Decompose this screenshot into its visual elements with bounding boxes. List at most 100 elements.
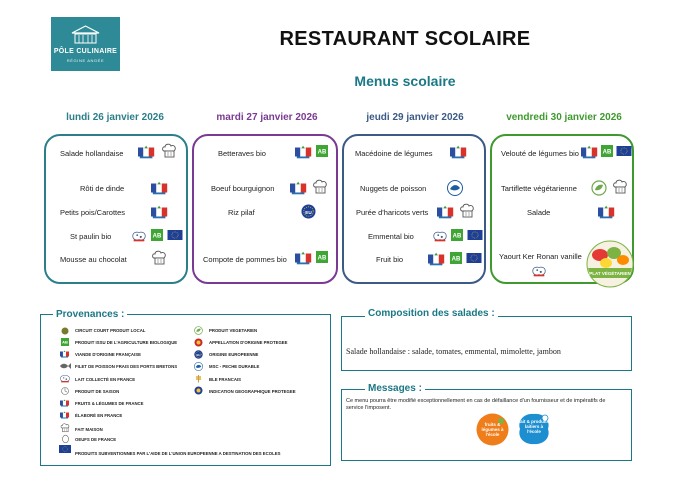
legend-fruits-legumes: FRUITS & LÉGUMES DE FRANCE [75, 401, 144, 406]
vegetarian-dish-badge-icon [586, 240, 634, 288]
legend-ue: PRODUITS SUBVENTIONNES PAR L'AIDE DE L'U… [75, 451, 281, 456]
vegetarian-icon [591, 180, 607, 196]
menu-item: Betteraves bio [218, 149, 266, 158]
menu-item: Salade [527, 208, 551, 217]
ab-bio-icon [601, 145, 613, 157]
legend-elabore: ÉLABORÉ EN FRANCE [75, 413, 123, 418]
eu-flag-icon [59, 445, 71, 453]
menu-item: Riz pilaf [228, 208, 255, 217]
menu-item: Macédoine de légumes [355, 149, 433, 158]
eu-origin-icon [194, 350, 203, 359]
fruits-legumes-france-icon [437, 205, 455, 219]
egg-icon [62, 434, 69, 443]
lait-ecole-label: lait & produits laitiers à l'école [518, 419, 550, 434]
fruits-legumes-ecole-label: fruits & légumes à l'école [481, 422, 504, 437]
salad-composition-title: Composition des salades : [365, 308, 498, 319]
day-header-mardi: mardi 27 janvier 2026 [216, 112, 318, 123]
legend-bio: PRODUIT ISSU DE L'AGRICULTURE BIOLOGIQUE [75, 340, 178, 345]
day-card-vendredi: Velouté de légumes bio Tartiflette végét… [490, 134, 634, 284]
ab-bio-icon [451, 229, 463, 241]
france-meat-icon [151, 181, 169, 195]
legend-viande: VIANDE D'ORIGINE FRANÇAISE [75, 352, 141, 357]
menu-item: Mousse au chocolat [60, 255, 127, 264]
fruits-legumes-france-icon [60, 399, 70, 407]
fruits-legumes-france-icon [450, 145, 468, 159]
ab-bio-icon [316, 145, 328, 157]
day-header-lundi: lundi 26 janvier 2026 [66, 112, 164, 123]
season-icon [61, 387, 69, 395]
circuit-court-icon [61, 327, 69, 335]
menu-item: Boeuf bourguignon [211, 184, 275, 193]
legend-saison: PRODUIT DE SAISON [75, 389, 120, 394]
menu-item: Purée d'haricots verts [356, 208, 429, 217]
wheat-icon [195, 375, 202, 383]
fait-maison-icon [312, 179, 328, 195]
menu-item: Rôti de dinde [80, 184, 125, 193]
day-header-jeudi: jeudi 29 janvier 2026 [366, 112, 464, 123]
msc-icon [194, 362, 203, 371]
milk-france-icon [531, 264, 547, 278]
ab-bio-icon [450, 252, 462, 264]
page-subtitle: Menus scolaire [354, 73, 456, 89]
provenances-box [40, 314, 331, 466]
msc-icon [447, 180, 463, 196]
fruits-legumes-france-icon [581, 145, 599, 159]
aop-icon [194, 338, 203, 347]
vegetarian-dish-label: PLAT VÉGÉTARIEN [589, 271, 631, 276]
eu-flag-icon [167, 230, 183, 240]
ab-bio-icon [61, 338, 69, 346]
legend-poisson: FILET DE POISSON FRAIS DES PORTS BRETONS [75, 364, 178, 369]
messages-box [341, 389, 632, 461]
france-meat-icon [60, 350, 70, 358]
france-origin-icon [295, 251, 313, 265]
legend-msc: MSC - PECHE DURABLE [209, 364, 260, 369]
menu-item: Petits pois/Carottes [60, 208, 126, 217]
eu-flag-icon [616, 146, 632, 156]
fruits-legumes-france-icon [151, 205, 169, 219]
legend-fait-maison: FAIT MAISON [75, 427, 103, 432]
fruits-legumes-france-icon [598, 205, 616, 219]
igp-icon [194, 386, 203, 395]
salad-composition-box [341, 316, 632, 371]
fruits-legumes-france-icon [428, 252, 446, 266]
menu-item: Velouté de légumes bio [501, 149, 579, 158]
day-card-lundi: Salade hollandaise Rôti de dinde Petits … [44, 134, 188, 284]
day-card-jeudi: Macédoine de légumes Nuggets de poisson … [342, 134, 486, 284]
elabore-france-icon [60, 411, 70, 419]
eu-origin-icon [301, 204, 316, 219]
legend-aop: APPELLATION D'ORIGINE PROTEGEE [209, 340, 288, 345]
logo-name: PÔLE CULINAIRE [53, 48, 118, 55]
lait-ecole-logo [519, 413, 549, 445]
fruits-legumes-ecole-logo [476, 413, 509, 446]
legend-ble: BLE FRANCAIS [209, 377, 241, 382]
menu-item: Compote de pommes bio [203, 255, 287, 264]
menu-item: Yaourt Ker Ronan vanille [499, 252, 582, 261]
menu-item: Tartiflette végétarienne [501, 184, 577, 193]
legend-circuit-court: CIRCUIT COURT PRODUIT LOCAL [75, 328, 146, 333]
fait-maison-icon [151, 250, 167, 266]
logo-tagline: RÉGINE ANGÉE [66, 58, 105, 63]
pole-culinaire-logo: PÔLE CULINAIRE RÉGINE ANGÉE [51, 17, 120, 71]
legend-origine-europeenne: ORIGINE EUROPEENNE [209, 352, 259, 357]
menu-item: Nuggets de poisson [360, 184, 427, 193]
messages-text: Ce menu pourra être modifié exceptionnel… [346, 398, 606, 411]
menu-item: Emmental bio [368, 232, 414, 241]
milk-france-icon [432, 229, 448, 243]
legend-igp: INDICATION GEOGRAPHIQUE PROTEGEE [209, 389, 296, 394]
provenances-title: Provenances : [53, 309, 128, 320]
fait-maison-icon [612, 179, 628, 195]
day-card-mardi: Betteraves bio Boeuf bourguignon Riz pil… [192, 134, 338, 284]
day-header-vendredi: vendredi 30 janvier 2026 [506, 112, 622, 123]
menu-item: Fruit bio [376, 255, 404, 264]
ab-bio-icon [316, 251, 328, 263]
legend-oeufs: OEUFS DE FRANCE [75, 437, 117, 442]
eu-flag-icon [466, 253, 482, 263]
menu-item: St paulin bio [70, 232, 112, 241]
menu-item: Salade hollandaise [60, 149, 124, 158]
milk-france-icon [59, 374, 71, 383]
vegetarian-icon [194, 326, 203, 335]
france-origin-icon [295, 145, 313, 159]
legend-vegetarien: PRODUIT VEGETARIEN [209, 328, 258, 333]
france-meat-icon [290, 181, 308, 195]
milk-france-icon [131, 229, 147, 243]
